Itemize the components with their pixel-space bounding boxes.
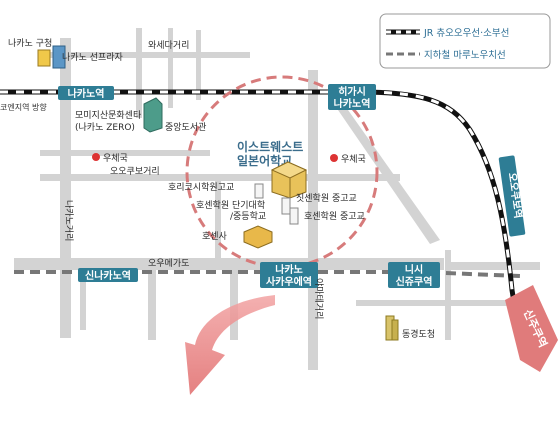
station-nakano: 나카노역 bbox=[58, 86, 114, 100]
station-badge bbox=[388, 262, 440, 288]
post-office-left: 우체국 bbox=[92, 153, 128, 164]
jr-track-inner bbox=[0, 90, 522, 341]
street-nakano: 나카노거리 bbox=[63, 200, 74, 241]
station-label-line2: 나카노역 bbox=[334, 97, 371, 110]
school-building-icon bbox=[270, 161, 308, 199]
place-label-line2: (나카노 ZERO) bbox=[75, 122, 135, 133]
road-right-ome bbox=[450, 262, 540, 270]
road-small-2 bbox=[168, 28, 173, 108]
road-small-5 bbox=[80, 270, 86, 330]
station-label: 나카노역 bbox=[68, 87, 105, 100]
building-icon bbox=[143, 97, 163, 133]
station-shinjuku: 신주쿠역 bbox=[505, 285, 558, 372]
hosen-chuko: 호센학원 중고교 bbox=[304, 211, 365, 222]
road-ome bbox=[14, 258, 444, 270]
koenji-direction: 코엔지역 방향 bbox=[0, 102, 47, 112]
school-name-line2: 일본어학교 bbox=[237, 153, 292, 168]
road-small-1 bbox=[136, 28, 142, 118]
station-badge bbox=[505, 285, 558, 372]
road-small-6 bbox=[148, 270, 156, 340]
street-yamate: 야마테거리 bbox=[313, 278, 324, 319]
place-label: 우체국 bbox=[103, 153, 128, 164]
jissen-school: 짓센학원 중고교 bbox=[296, 193, 357, 204]
library: 중앙도서관 bbox=[165, 121, 206, 133]
place-label: 나카노 구청 bbox=[8, 38, 52, 49]
road-small-7 bbox=[230, 270, 238, 340]
building-icon bbox=[254, 183, 264, 199]
legend-jr-label: JR 츄오오우선·소부선 bbox=[423, 28, 509, 39]
road-small-4 bbox=[215, 180, 221, 270]
road-okubo bbox=[40, 174, 400, 181]
legend-subway-label: 지하철 마루노우치선 bbox=[424, 49, 506, 61]
place-label: 나카노 선프라자 bbox=[62, 52, 124, 63]
station-badge bbox=[328, 84, 376, 110]
station-nishi-shinjuku: 니시 신쥬쿠역 bbox=[388, 262, 440, 288]
roads bbox=[14, 28, 540, 370]
road-nakano bbox=[60, 38, 71, 338]
legend: JR 츄오오우선·소부선 지하철 마루노우치선 bbox=[379, 13, 551, 69]
tower-icon bbox=[52, 45, 66, 69]
hosen-tandai-line2: /중등학교 bbox=[230, 211, 266, 222]
road-bottom-right bbox=[356, 300, 516, 306]
station-badge bbox=[58, 86, 114, 100]
station-label-line2: 신쥬쿠역 bbox=[396, 275, 433, 288]
station-badge bbox=[78, 268, 138, 282]
nakano-ward-office: 나카노 구청 bbox=[8, 38, 52, 67]
road-diagonal bbox=[338, 110, 440, 244]
station-nakano-sakaue: 나카노 사카우에역 bbox=[260, 262, 318, 288]
arrow-shape bbox=[185, 295, 275, 395]
road-small-8 bbox=[445, 250, 451, 340]
building-icon bbox=[289, 207, 299, 225]
station-badge bbox=[498, 155, 526, 237]
street-waseda: 와세다거리 bbox=[148, 39, 189, 51]
building-icon bbox=[281, 197, 291, 215]
road-small-3 bbox=[196, 30, 201, 100]
street-ome: 오우메가도 bbox=[148, 258, 189, 269]
station-label-line1: 니시 bbox=[405, 263, 423, 276]
eastwest-school: 이스트웨스트 일본어학교 bbox=[237, 139, 308, 199]
street-okubo: 오오쿠보거리 bbox=[110, 166, 160, 177]
hosen-tandai-line1: 호센학원 단기대학 bbox=[196, 200, 265, 211]
station-label-line1: 나카노 bbox=[275, 263, 303, 276]
zero-center: 모미지산문화센타 (나카노 ZERO) bbox=[75, 97, 163, 133]
post-office-right: 우체국 bbox=[330, 154, 366, 165]
road-mid-1 bbox=[40, 150, 210, 156]
place-label: 호센사 bbox=[202, 231, 228, 242]
road-waseda bbox=[40, 52, 250, 58]
place-label-line1: 모미지산문화센타 bbox=[75, 110, 142, 121]
horikoshi-school: 호리코시학원고교 bbox=[168, 182, 234, 193]
station-badge bbox=[260, 262, 318, 288]
nakano-sunplaza: 나카노 선프라자 bbox=[52, 45, 124, 69]
school-name-line1: 이스트웨스트 bbox=[237, 139, 303, 154]
tokyo-metropolitan-office: 동경도청 bbox=[385, 315, 435, 341]
place-label: 동경도청 bbox=[402, 328, 435, 340]
station-label-line1: 히가시 bbox=[338, 85, 366, 98]
station-label-line2: 사카우에역 bbox=[266, 275, 312, 288]
station-higashi-nakano: 히가시 나카노역 bbox=[328, 84, 376, 110]
building-icon bbox=[37, 49, 51, 67]
post-office-icon bbox=[92, 153, 100, 161]
jr-line bbox=[0, 89, 523, 341]
station-label: 신나카노역 bbox=[85, 269, 131, 282]
place-label: 우체국 bbox=[341, 154, 366, 165]
road-yamate bbox=[308, 70, 318, 370]
legend-box bbox=[379, 13, 551, 69]
direction-arrow bbox=[185, 295, 275, 395]
station-shin-nakano: 신나카노역 bbox=[78, 268, 138, 282]
post-office-icon bbox=[330, 154, 338, 162]
temple-icon bbox=[243, 225, 273, 249]
hosenji-temple: 호센사 bbox=[202, 225, 273, 249]
